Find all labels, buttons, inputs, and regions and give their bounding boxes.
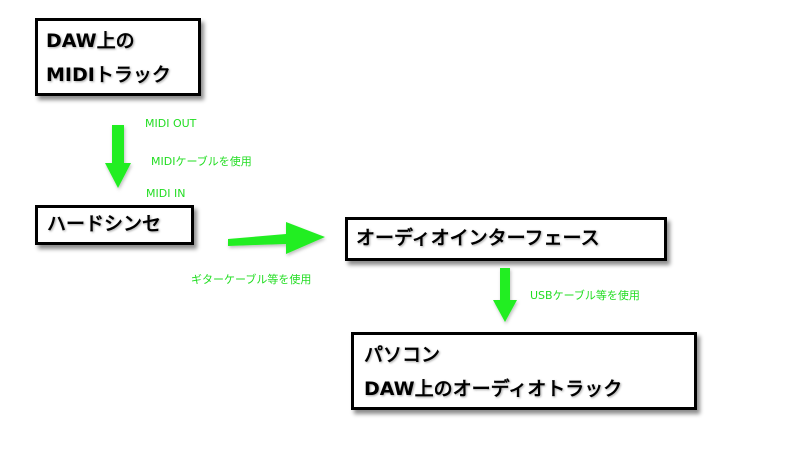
node-daw-midi-line1: DAW上の xyxy=(46,30,135,52)
node-pc-line1: パソコン xyxy=(364,344,441,366)
arrow-audio-interface-to-pc xyxy=(493,268,517,322)
node-daw-midi-line2: MIDIトラック xyxy=(46,64,171,86)
node-audio-interface-label: オーディオインターフェース xyxy=(356,227,600,249)
arrow-synth-to-audio-interface xyxy=(228,222,325,254)
node-audio-interface: オーディオインターフェース xyxy=(345,217,667,261)
node-pc-line2: DAW上のオーディオトラック xyxy=(364,378,623,400)
label-midi-cable: MIDIケーブルを使用 xyxy=(151,155,252,168)
label-midi-out: MIDI OUT xyxy=(145,117,197,130)
label-guitar-cable: ギターケーブル等を使用 xyxy=(191,273,312,286)
node-daw-midi-track: DAW上の MIDIトラック xyxy=(35,18,201,96)
label-usb-cable: USBケーブル等を使用 xyxy=(530,289,640,302)
node-pc: パソコン DAW上のオーディオトラック xyxy=(351,332,697,410)
arrow-daw-to-synth xyxy=(105,125,131,188)
node-hard-synth-label: ハードシンセ xyxy=(47,213,162,235)
node-hard-synth: ハードシンセ xyxy=(35,205,194,245)
label-midi-in: MIDI IN xyxy=(146,187,186,200)
